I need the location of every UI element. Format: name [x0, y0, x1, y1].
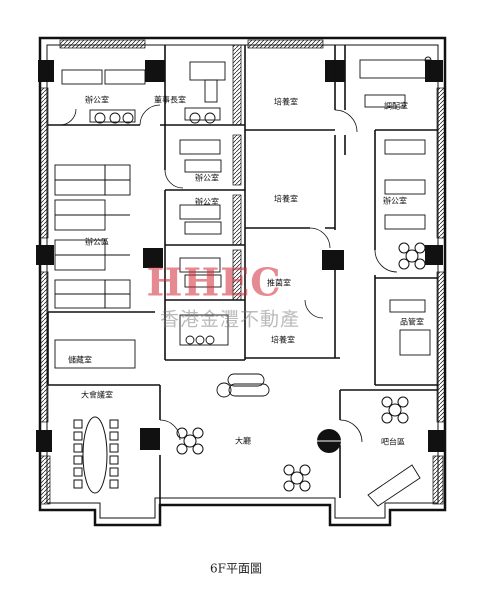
room-label-stationery: 品管室 [400, 317, 424, 327]
room-label-sterile: 推菌室 [267, 278, 291, 288]
watermark-logo: HHEC [146, 259, 282, 305]
room-label-culture-3: 培養室 [271, 335, 295, 345]
interior-walls [47, 45, 438, 505]
room-label-meeting: 大會議室 [81, 390, 113, 400]
outer-walls [38, 36, 447, 527]
lounge-tables [176, 242, 426, 492]
furniture [54, 59, 431, 507]
watermark-agency-name: 香港金灃不動產 [159, 308, 301, 331]
room-label-office-b: 辦公室 [195, 197, 219, 207]
room-label-prep: 調配室 [384, 101, 408, 111]
room-label-chairman: 董事長室 [154, 95, 186, 105]
room-label-office-area: 辦公區 [85, 237, 109, 247]
room-label-lobby: 大廳 [235, 436, 251, 446]
chairs [94, 56, 432, 345]
room-label-office-right: 辦公室 [383, 196, 407, 206]
room-label-office-top-left: 辦公室 [85, 95, 109, 105]
window-hatching [39, 39, 446, 505]
conference-table [73, 416, 119, 494]
room-label-culture-2: 培養室 [274, 194, 298, 204]
round-column [317, 429, 341, 453]
room-label-culture-1: 培養室 [274, 97, 298, 107]
room-label-storage: 儲藏室 [68, 355, 92, 365]
room-label-bar: 吧台區 [381, 437, 405, 447]
room-label-office-a: 辦公室 [195, 173, 219, 183]
floor-plan-caption: 6F平面圖 [210, 561, 262, 576]
